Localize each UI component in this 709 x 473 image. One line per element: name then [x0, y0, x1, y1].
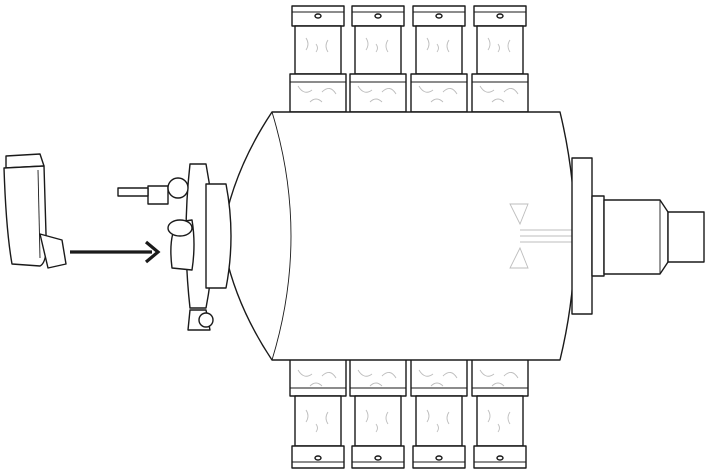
- upper-cup-3: [410, 5, 468, 113]
- upper-cup-2: [349, 5, 407, 113]
- inhaler-icon: [3, 153, 67, 269]
- impactor-body-icon: [221, 111, 576, 361]
- lower-cup-3: [410, 357, 468, 469]
- upper-stage-cups: [289, 5, 529, 113]
- lower-cup-2: [349, 357, 407, 469]
- lower-cup-4: [471, 357, 529, 469]
- lower-cup-1: [289, 357, 347, 469]
- lower-stage-cups: [289, 357, 529, 469]
- upper-cup-1: [289, 5, 347, 113]
- outlet-connector-icon: [571, 157, 705, 315]
- arrow-right-icon: [70, 240, 161, 264]
- upper-cup-4: [471, 5, 529, 113]
- induction-port-icon: [117, 163, 232, 331]
